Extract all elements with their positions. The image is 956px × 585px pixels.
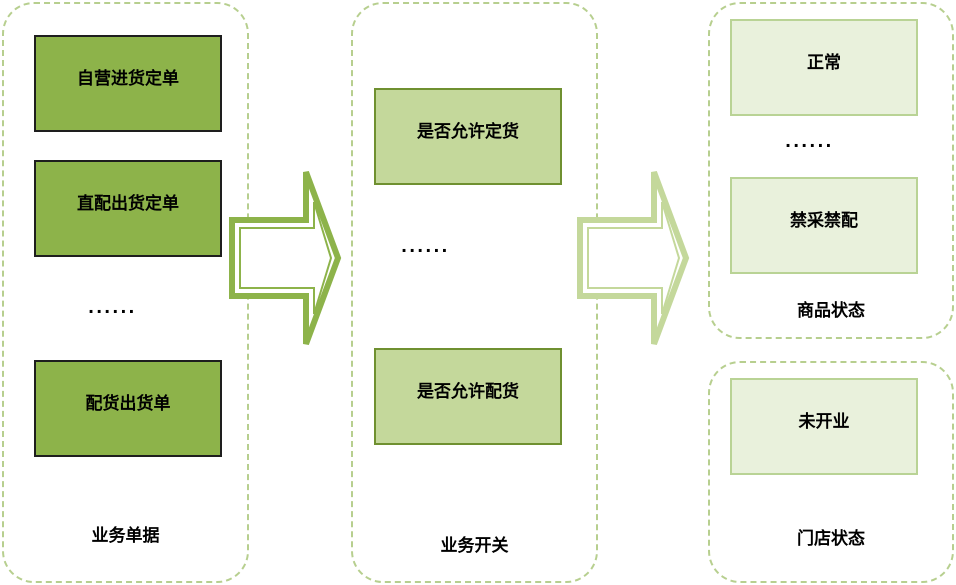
store-status-group (708, 361, 954, 583)
doc-box-self-purchase: 自营进货定单 (34, 35, 222, 132)
store-box-not-opened: 未开业 (730, 378, 918, 475)
doc-box-label: 直配出货定单 (77, 194, 179, 214)
switch-box-label: 是否允许配货 (417, 382, 519, 402)
store-box-label: 未开业 (798, 412, 850, 432)
doc-box-label: 配货出货单 (85, 394, 171, 414)
switch-box-allow-order: 是否允许定货 (374, 88, 562, 185)
store-status-group-label: 门店状态 (797, 529, 865, 549)
arrow-right-icon (577, 170, 690, 346)
product-status-group-label: 商品状态 (797, 301, 865, 321)
doc-box-distribution-ship: 配货出货单 (34, 360, 222, 457)
documents-group-label: 业务单据 (91, 526, 160, 546)
switch-box-label: 是否允许定货 (417, 122, 519, 142)
arrow-right-icon (229, 170, 342, 346)
status-box-label: 正常 (807, 53, 841, 73)
switches-ellipsis: ...... (401, 237, 450, 256)
product-status-ellipsis: ...... (785, 132, 834, 151)
switches-group-label: 业务开关 (440, 536, 509, 556)
status-box-normal: 正常 (730, 19, 918, 116)
product-status-group (708, 2, 954, 339)
switch-box-allow-distribution: 是否允许配货 (374, 348, 562, 445)
documents-ellipsis: ...... (88, 298, 137, 317)
doc-box-direct-ship-order: 直配出货定单 (34, 160, 222, 257)
status-box-no-purchase-no-distribution: 禁采禁配 (730, 177, 918, 274)
doc-box-label: 自营进货定单 (77, 69, 179, 89)
status-box-label: 禁采禁配 (790, 211, 858, 231)
